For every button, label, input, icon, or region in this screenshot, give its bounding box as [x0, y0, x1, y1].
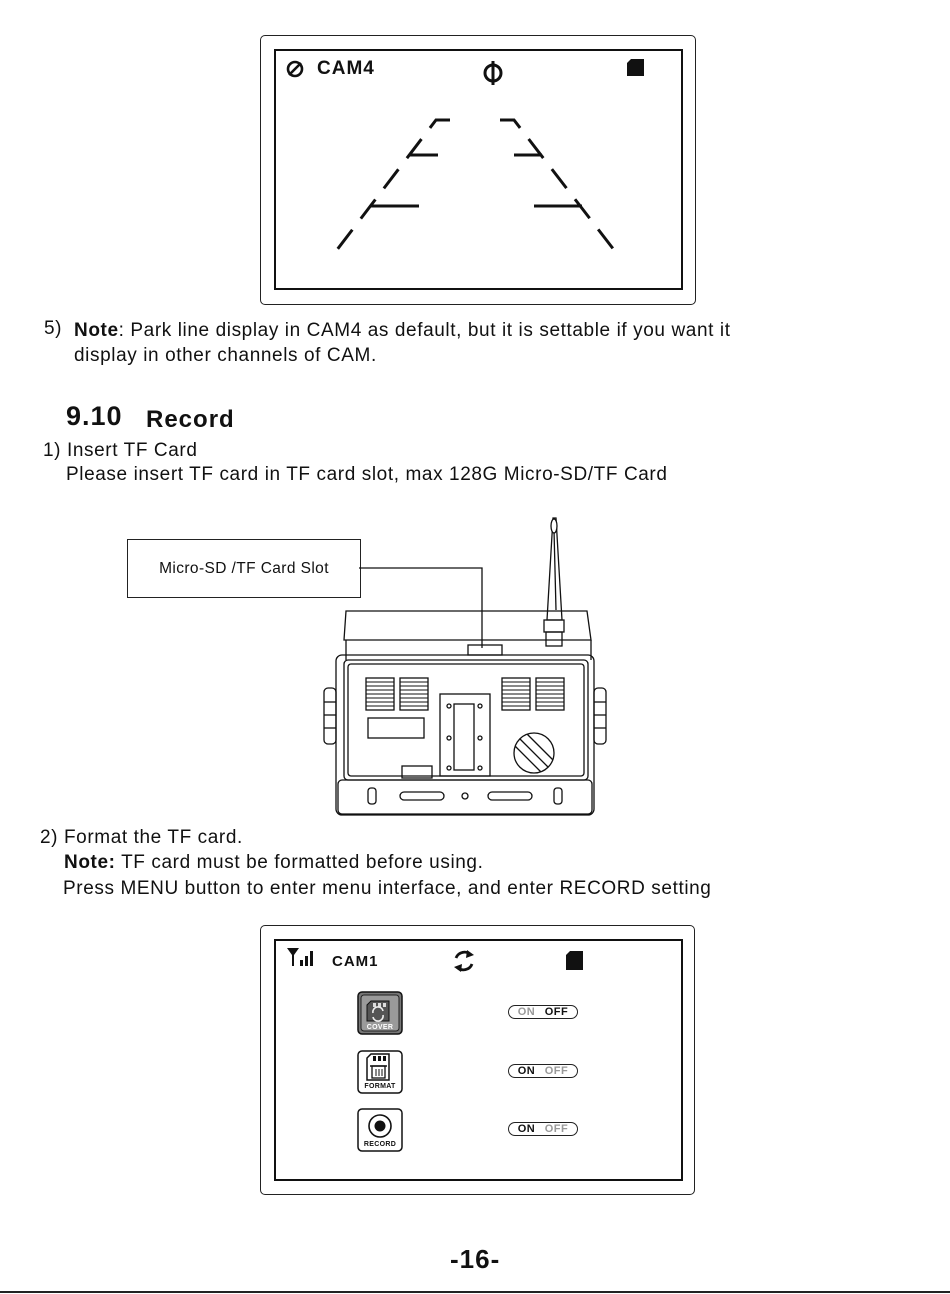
record-menu-button[interactable]: RECORD [357, 1108, 403, 1152]
record-icon-label: RECORD [363, 1141, 397, 1148]
step2-note-text: TF card must be formatted before using. [115, 852, 484, 873]
step2-heading: 2) Format the TF card. [40, 827, 243, 848]
cover-toggle-off: OFF [544, 1006, 569, 1018]
section-number: 9.10 [66, 401, 123, 431]
tf-card-slot-callout: Micro-SD /TF Card Slot [127, 539, 361, 598]
monitor-body [335, 654, 595, 816]
section-title: Record [146, 406, 235, 433]
page-number: -16- [450, 1244, 501, 1274]
cover-menu-button[interactable]: COVER [357, 991, 403, 1035]
note5-line2: display in other channels of CAM. [74, 345, 377, 366]
park-line-right [500, 118, 623, 260]
park-line-left [328, 118, 450, 260]
signal-strength-icon [287, 948, 313, 966]
bottom-rule [0, 1291, 950, 1293]
sd-card-icon [566, 951, 583, 970]
note5-label: Note [74, 320, 119, 341]
top-monitor-screen [274, 49, 683, 290]
park-guide-lines [328, 118, 623, 260]
no-signal-icon [286, 60, 304, 78]
note5-line1: Note: Park line display in CAM4 as defau… [74, 320, 731, 342]
step1-heading: 1) Insert TF Card [43, 440, 198, 461]
format-icon-label: FORMAT [364, 1083, 396, 1090]
monitor-back-illustration [323, 517, 607, 816]
loop-recording-icon [454, 950, 474, 972]
format-toggle-off: OFF [544, 1065, 569, 1077]
note5-text: : Park line display in CAM4 as default, … [118, 320, 731, 341]
bottom-monitor-screen [274, 939, 683, 1181]
callout-leader-line [359, 567, 483, 648]
cover-toggle[interactable]: ON OFF [508, 1005, 578, 1019]
step2-note-line: Note: TF card must be formatted before u… [64, 852, 483, 874]
record-toggle[interactable]: ON OFF [508, 1122, 578, 1136]
note5-number: 5) [44, 318, 63, 339]
step2-note-label: Note: [64, 852, 116, 873]
cover-toggle-on: ON [517, 1006, 536, 1018]
cover-icon [357, 991, 403, 1035]
step2-text: Press MENU button to enter menu interfac… [63, 878, 712, 899]
record-icon [357, 1108, 403, 1152]
format-menu-button[interactable]: FORMAT [357, 1050, 403, 1094]
format-icon [357, 1050, 403, 1094]
step1-text: Please insert TF card in TF card slot, m… [66, 464, 668, 485]
record-toggle-on: ON [517, 1123, 536, 1135]
bottom-cam-label: CAM1 [332, 953, 379, 970]
cover-icon-label: COVER [366, 1024, 394, 1031]
mount-plate [439, 693, 491, 777]
sd-card-icon [627, 59, 644, 76]
format-toggle-on: ON [517, 1065, 536, 1077]
recording-icon [483, 61, 503, 85]
record-toggle-off: OFF [544, 1123, 569, 1135]
top-cam-label: CAM4 [317, 58, 375, 79]
speaker-grille [513, 732, 555, 774]
format-toggle[interactable]: ON OFF [508, 1064, 578, 1078]
